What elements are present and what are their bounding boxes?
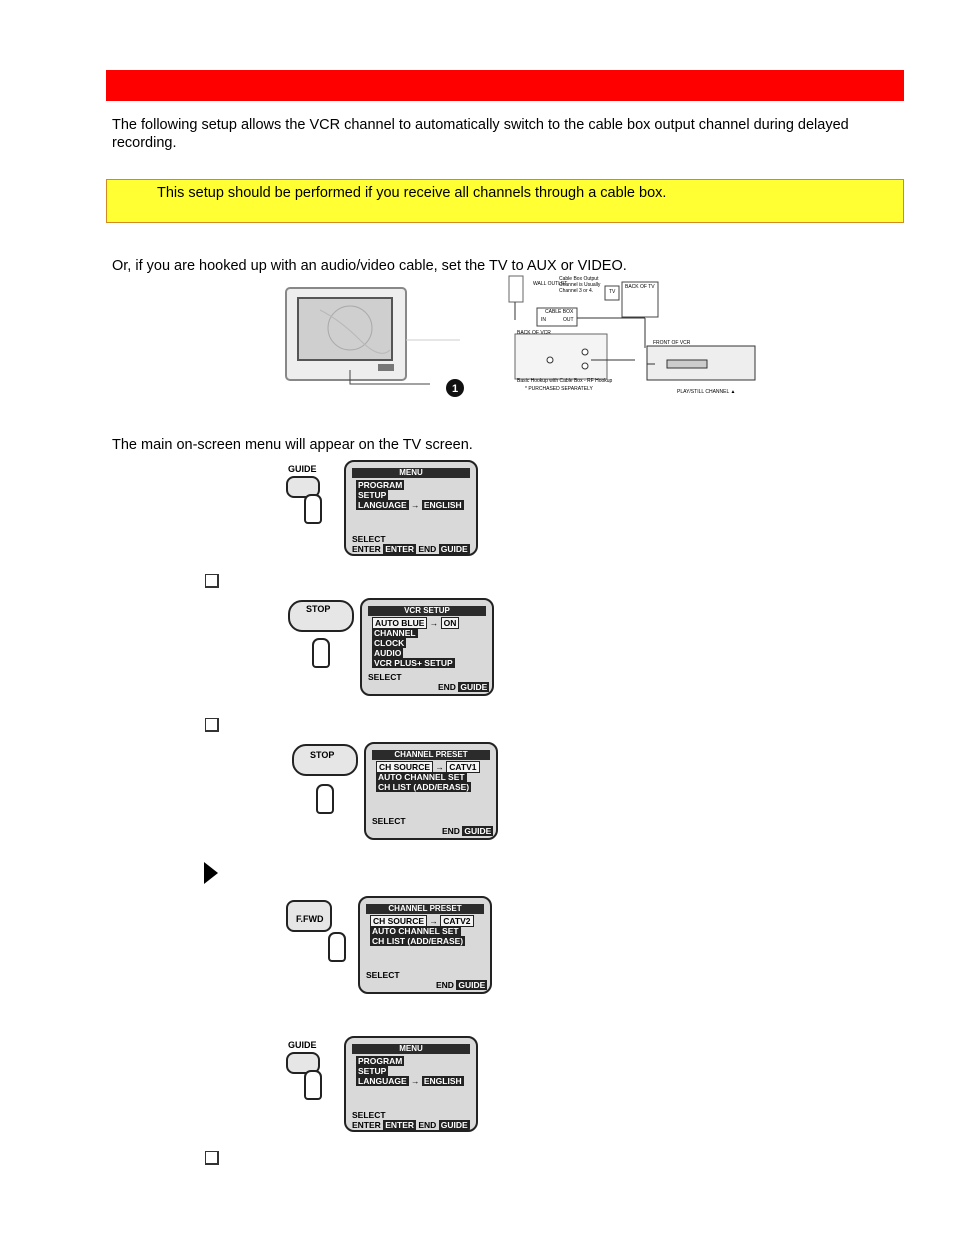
menu-screen: MENU PROGRAM SETUP LANGUAGE → ENGLISH SE… bbox=[344, 460, 478, 556]
enter-key: ENTER bbox=[383, 544, 416, 554]
ch-source-value: CATV1 bbox=[446, 761, 480, 773]
diagram-label-back-of-tv: BACK OF TV bbox=[625, 284, 655, 290]
end-label: END bbox=[438, 682, 456, 692]
guide-button[interactable] bbox=[286, 476, 320, 498]
language-value: ENGLISH bbox=[421, 1076, 464, 1086]
play-arrow-icon bbox=[204, 862, 218, 884]
vcr-setup-screen: VCR SETUP AUTO BLUE → ON CHANNEL CLOCK A… bbox=[360, 598, 494, 696]
channel-preset-step-1: STOP CHANNEL PRESET CH SOURCE → CATV1 AU… bbox=[290, 742, 500, 840]
intro-paragraph: The following setup allows the VCR chann… bbox=[112, 117, 849, 151]
menu-item-channel: CHANNEL bbox=[372, 628, 418, 638]
screen-title: CHANNEL PRESET bbox=[372, 750, 490, 760]
menu-item-language: LANGUAGE bbox=[356, 1076, 409, 1086]
diagram-label-cable-box: CABLE BOX bbox=[545, 309, 574, 315]
menu-item-auto-channel-set: AUTO CHANNEL SET bbox=[370, 926, 461, 936]
enter-label: ENTER bbox=[352, 544, 381, 554]
diagram-footnote: * PURCHASED SEPARATELY bbox=[525, 386, 593, 392]
screen-title: VCR SETUP bbox=[368, 606, 486, 616]
diagram-label-out: OUT bbox=[563, 317, 574, 323]
step-checkbox-3 bbox=[205, 1151, 219, 1165]
menu-item-ch-source: CH SOURCE bbox=[370, 915, 428, 927]
enter-label: ENTER bbox=[352, 1120, 381, 1130]
menu-item-auto-channel-set: AUTO CHANNEL SET bbox=[376, 772, 467, 782]
diagram-label-back-of-vcr: BACK OF VCR bbox=[517, 330, 551, 336]
guide-button[interactable] bbox=[286, 1052, 320, 1074]
stop-button-label: STOP bbox=[306, 604, 331, 614]
menu-item-program: PROGRAM bbox=[356, 480, 405, 490]
step-text-2: The main on-screen menu will appear on t… bbox=[112, 437, 473, 453]
end-label: END bbox=[418, 544, 437, 554]
select-label: SELECT bbox=[372, 816, 406, 826]
menu-item-language: LANGUAGE bbox=[356, 500, 409, 510]
channel-preset-screen-1: CHANNEL PRESET CH SOURCE → CATV1 AUTO CH… bbox=[364, 742, 498, 840]
step-checkbox-2 bbox=[205, 718, 219, 732]
diagram-label-front-of-vcr: FRONT OF VCR bbox=[653, 340, 691, 346]
screen-title: MENU bbox=[352, 468, 470, 478]
guide-key: GUIDE bbox=[456, 980, 488, 990]
diagram-label-play-still: PLAY/STILL CHANNEL ▲ bbox=[677, 389, 736, 395]
tv-illustration: 1 bbox=[280, 280, 470, 404]
step-text-1: Or, if you are hooked up with an audio/v… bbox=[112, 258, 627, 274]
guide-button-label: GUIDE bbox=[288, 1040, 317, 1050]
end-label: END bbox=[418, 1120, 437, 1130]
screen-title: MENU bbox=[352, 1044, 470, 1054]
select-label: SELECT bbox=[368, 672, 402, 682]
diagram-label-cable-box-output: Cable Box Output Channel is Usually Chan… bbox=[559, 276, 601, 294]
step-checkbox-1 bbox=[205, 574, 219, 588]
pointing-hand-icon bbox=[316, 784, 334, 814]
menu-item-ch-list: CH LIST (ADD/ERASE) bbox=[376, 782, 472, 792]
ch-source-value: CATV2 bbox=[440, 915, 474, 927]
guide-key: GUIDE bbox=[438, 544, 470, 554]
menu-item-ch-list: CH LIST (ADD/ERASE) bbox=[370, 936, 466, 946]
end-label: END bbox=[436, 980, 454, 990]
vcr-setup-step: STOP VCR SETUP AUTO BLUE → ON CHANNEL CL… bbox=[286, 598, 496, 696]
pointing-hand-icon bbox=[304, 494, 322, 524]
channel-preset-step-2: F.FWD CHANNEL PRESET CH SOURCE → CATV2 A… bbox=[284, 896, 494, 994]
note-text: This setup should be performed if you re… bbox=[157, 185, 667, 201]
menu-screen: MENU PROGRAM SETUP LANGUAGE → ENGLISH SE… bbox=[344, 1036, 478, 1132]
diagram-label-tv: TV bbox=[609, 289, 616, 295]
channel-preset-screen-2: CHANNEL PRESET CH SOURCE → CATV2 AUTO CH… bbox=[358, 896, 492, 994]
select-label: SELECT bbox=[366, 970, 400, 980]
select-label: SELECT bbox=[352, 1110, 386, 1120]
menu-step-2: GUIDE MENU PROGRAM SETUP LANGUAGE → ENGL… bbox=[282, 1036, 478, 1132]
guide-key: GUIDE bbox=[462, 826, 494, 836]
menu-item-ch-source: CH SOURCE bbox=[376, 761, 434, 773]
diagram-label-wall-outlet: WALL OUTLET bbox=[533, 281, 568, 287]
menu-step-1: GUIDE MENU PROGRAM SETUP LANGUAGE → ENGL… bbox=[282, 460, 478, 556]
enter-key: ENTER bbox=[383, 1120, 416, 1130]
svg-text:1: 1 bbox=[452, 383, 458, 395]
f-fwd-button-label: F.FWD bbox=[296, 914, 324, 924]
pointing-hand-icon bbox=[312, 638, 330, 668]
stop-button-label: STOP bbox=[310, 750, 335, 760]
stop-button[interactable] bbox=[292, 744, 358, 776]
select-label: SELECT bbox=[352, 534, 386, 544]
f-fwd-button[interactable] bbox=[286, 900, 332, 932]
pointing-hand-icon bbox=[304, 1070, 322, 1100]
guide-key: GUIDE bbox=[458, 682, 490, 692]
auto-blue-value: ON bbox=[440, 617, 460, 629]
stop-button[interactable] bbox=[288, 600, 354, 632]
pointing-hand-icon bbox=[328, 932, 346, 962]
menu-item-program: PROGRAM bbox=[356, 1056, 405, 1066]
language-value: ENGLISH bbox=[421, 500, 464, 510]
menu-item-auto-blue: AUTO BLUE bbox=[372, 617, 428, 629]
menu-item-audio: AUDIO bbox=[372, 648, 404, 658]
menu-item-vcr-plus: VCR PLUS+ SETUP bbox=[372, 658, 455, 668]
screen-title: CHANNEL PRESET bbox=[366, 904, 484, 914]
end-label: END bbox=[442, 826, 460, 836]
note-box: This setup should be performed if you re… bbox=[106, 179, 904, 223]
menu-item-setup: SETUP bbox=[356, 1066, 389, 1076]
hookup-diagram: WALL OUTLET Cable Box Output Channel is … bbox=[505, 272, 765, 400]
menu-item-setup: SETUP bbox=[356, 490, 389, 500]
guide-button-label: GUIDE bbox=[288, 464, 317, 474]
menu-item-clock: CLOCK bbox=[372, 638, 407, 648]
section-header-bar bbox=[106, 70, 904, 101]
diagram-caption: Basic Hookup with Cable Box - RF Hookup bbox=[517, 378, 613, 384]
guide-key: GUIDE bbox=[438, 1120, 470, 1130]
diagram-label-in: IN bbox=[541, 317, 546, 323]
